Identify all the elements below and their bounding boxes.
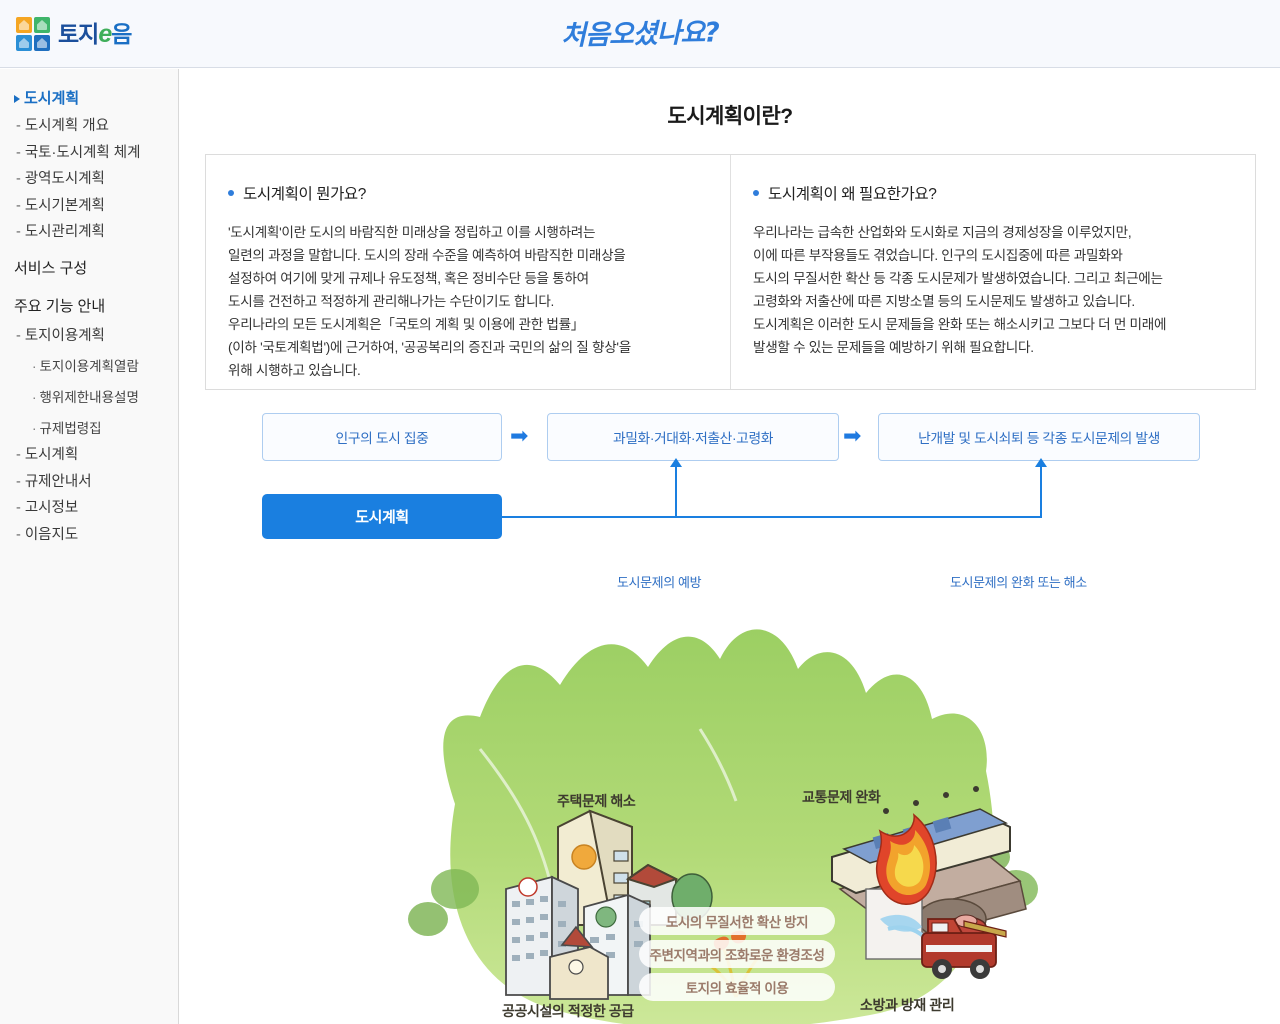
sidebar-item-eum-map[interactable]: -이음지도 — [14, 526, 178, 543]
flow-diagram: 인구의 도시 집중 ➡ 과밀화·거대화·저출산·고령화 ➡ 난개발 및 도시쇠퇴… — [180, 409, 1280, 609]
sidebar-item-land-use-view[interactable]: ·토지이용계획열람 — [14, 355, 178, 375]
flow-connector-vertical-2 — [1040, 466, 1042, 516]
dash-icon: - — [16, 171, 21, 187]
arrow-up-icon — [1035, 458, 1047, 467]
dot-icon: · — [32, 359, 37, 374]
illustration-pill-sprawl: 도시의 무질서한 확산 방지 — [639, 907, 835, 935]
site-logo[interactable]: 토지e음 — [16, 17, 132, 51]
land-tiles-icon — [16, 17, 50, 51]
site-header: 토지e음 처음오셨나요? — [0, 0, 1280, 68]
dash-icon: - — [16, 224, 21, 240]
sidebar-item-label: 규제안내서 — [24, 473, 92, 490]
sidebar-item-label: 광역도시계획 — [24, 171, 105, 187]
sidebar-nav: 도시계획 -도시계획 개요 -국토·도시계획 체계 -광역도시계획 -도시기본계… — [0, 69, 179, 1024]
fire-safety-illustration — [865, 813, 1007, 979]
info-column-what: 도시계획이 뭔가요? '도시계획'이란 도시의 바람직한 미래상을 정립하고 이… — [206, 155, 730, 389]
dot-icon: · — [32, 390, 37, 405]
sidebar-section-features[interactable]: 주요 기능 안내 — [14, 297, 106, 315]
arrow-up-icon — [670, 458, 682, 467]
sidebar-item-label: 고시정보 — [24, 500, 79, 516]
sidebar-item-label: 행위제한내용설명 — [39, 390, 139, 405]
sidebar-item-label: 도시기본계획 — [24, 197, 105, 214]
flow-connector-vertical-1 — [675, 466, 677, 516]
sidebar-item-urban-plan[interactable]: -도시계획 — [14, 448, 178, 463]
illustration-label-housing: 주택문제 해소 — [557, 793, 636, 809]
sidebar-root-label: 도시계획 — [24, 90, 80, 107]
dash-icon: - — [16, 144, 21, 161]
info-heading-why: 도시계획이 왜 필요한가요? — [753, 182, 1231, 204]
sidebar-item-system[interactable]: -국토·도시계획 체계 — [14, 144, 178, 161]
flow-box-urban-planning: 도시계획 — [262, 494, 502, 539]
sidebar-item-label: 토지이용계획 — [24, 327, 105, 344]
sidebar-item-land-use-plan[interactable]: -토지이용계획 — [14, 327, 178, 344]
sidebar-item-overview[interactable]: -도시계획 개요 — [14, 119, 178, 134]
bullet-icon — [228, 190, 234, 196]
dash-icon: - — [16, 118, 21, 134]
logo-text-e: e — [98, 19, 112, 48]
sidebar-item-urban-plan-root[interactable]: 도시계획 — [14, 91, 178, 106]
info-heading-label: 도시계획이 뭔가요? — [243, 186, 367, 203]
info-heading-label: 도시계획이 왜 필요한가요? — [768, 186, 937, 203]
sidebar-item-label: 이음지도 — [24, 526, 79, 543]
info-body-what: '도시계획'이란 도시의 바람직한 미래상을 정립하고 이를 시행하려는 일련의… — [228, 225, 631, 378]
flow-label-prevention: 도시문제의 예방 — [617, 575, 702, 590]
flow-box-overcrowding: 과밀화·거대화·저출산·고령화 — [547, 413, 839, 461]
sidebar-item-management-plan[interactable]: -도시관리계획 — [14, 225, 178, 240]
sidebar-item-label: 토지이용계획열람 — [39, 359, 139, 374]
illustration-pill-harmony: 주변지역과의 조화로운 환경조성 — [639, 940, 835, 968]
dash-icon: - — [16, 473, 21, 490]
sidebar-item-label: 도시계획 개요 — [24, 118, 109, 134]
arrow-right-icon: ➡ — [510, 423, 529, 448]
logo-text-1: 토지 — [58, 20, 99, 47]
sidebar-item-metropolitan[interactable]: -광역도시계획 — [14, 172, 178, 187]
info-heading-what: 도시계획이 뭔가요? — [228, 182, 706, 204]
flow-label-mitigation: 도시문제의 완화 또는 해소 — [950, 575, 1087, 590]
sidebar-item-master-plan[interactable]: -도시기본계획 — [14, 197, 178, 214]
sidebar-item-regulation-laws[interactable]: ·규제법령집 — [14, 417, 178, 437]
sidebar-item-label: 규제법령집 — [39, 421, 102, 436]
dash-icon: - — [16, 526, 21, 543]
info-panel: 도시계획이 뭔가요? '도시계획'이란 도시의 바람직한 미래상을 정립하고 이… — [205, 154, 1256, 390]
flow-box-population: 인구의 도시 집중 — [262, 413, 502, 461]
dash-icon: - — [16, 327, 21, 344]
public-facilities-illustration — [505, 875, 651, 1000]
sidebar-section-service[interactable]: 서비스 구성 — [14, 259, 88, 277]
bullet-icon — [753, 190, 759, 196]
info-body-why: 우리나라는 급속한 산업화와 도시화로 지금의 경제성장을 이루었지만, 이에 … — [753, 225, 1167, 355]
flow-connector-horizontal — [502, 516, 1042, 518]
arrow-right-icon: ➡ — [843, 423, 862, 448]
sidebar-item-regulation-guide[interactable]: -규제안내서 — [14, 473, 178, 490]
main-content: 도시계획이란? 도시계획이 뭔가요? '도시계획'이란 도시의 바람직한 미래상… — [180, 69, 1280, 1024]
banner-title: 처음오셨나요? — [560, 17, 720, 52]
dot-icon: · — [32, 421, 37, 436]
urban-planning-illustration: 주택문제 해소 교통문제 완화 공공시설의 적정한 공급 소방과 방재 관리 도… — [180, 589, 1280, 1024]
logo-text-2: 음 — [111, 20, 132, 47]
dash-icon: - — [16, 197, 21, 214]
triangle-right-icon — [14, 94, 20, 103]
dash-icon: - — [16, 500, 21, 516]
page-title: 도시계획이란? — [667, 105, 793, 128]
logo-wordmark: 토지e음 — [58, 19, 132, 48]
illustration-label-fire: 소방과 방재 관리 — [860, 997, 955, 1013]
sidebar-item-restriction-desc[interactable]: ·행위제한내용설명 — [14, 386, 178, 406]
dash-icon: - — [16, 447, 21, 463]
illustration-svg — [408, 629, 1038, 1024]
sidebar-item-label: 국토·도시계획 체계 — [24, 144, 141, 161]
sidebar-item-notice-info[interactable]: -고시정보 — [14, 501, 178, 516]
info-column-why: 도시계획이 왜 필요한가요? 우리나라는 급속한 산업화와 도시화로 지금의 경… — [730, 155, 1255, 389]
illustration-label-public: 공공시설의 적정한 공급 — [502, 1003, 634, 1019]
illustration-pill-landuse: 토지의 효율적 이용 — [639, 973, 835, 1001]
sidebar-item-label: 도시계획 — [24, 447, 79, 463]
illustration-label-traffic: 교통문제 완화 — [802, 789, 881, 805]
sidebar-item-label: 도시관리계획 — [24, 224, 105, 240]
flow-box-urban-problems: 난개발 및 도시쇠퇴 등 각종 도시문제의 발생 — [878, 413, 1200, 461]
